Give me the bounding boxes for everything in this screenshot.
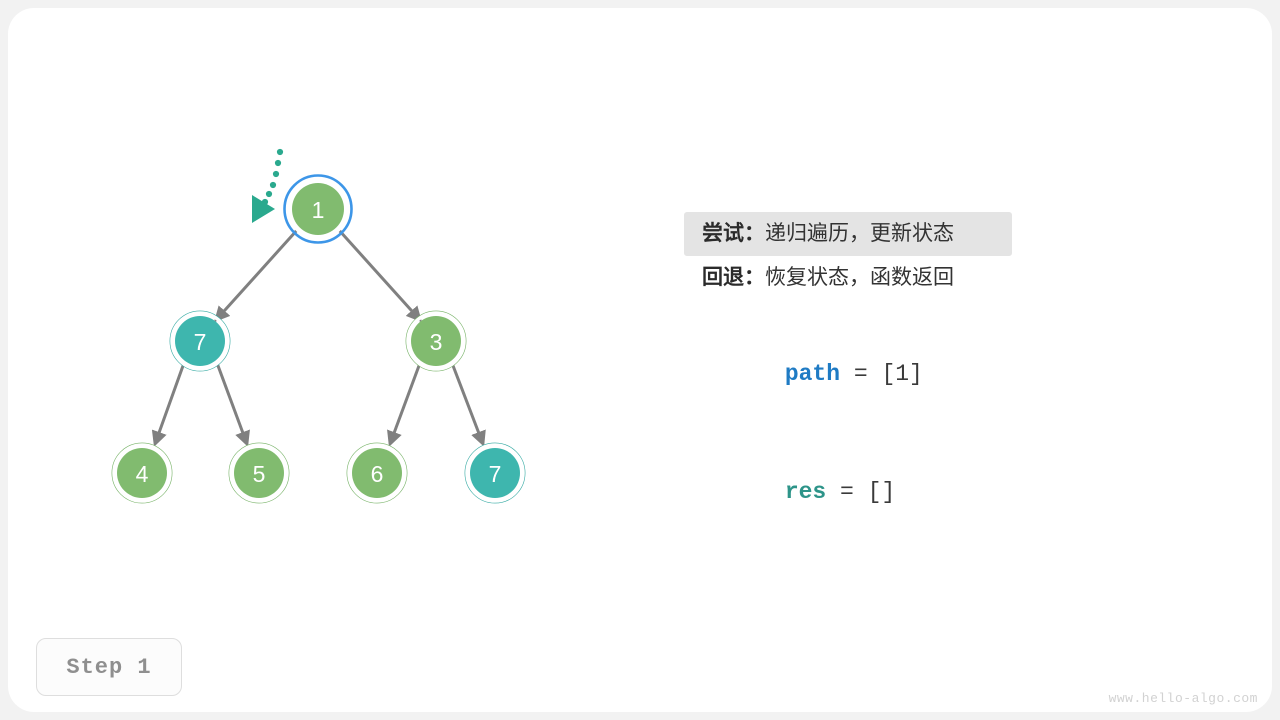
state-panel: 尝试：递归遍历，更新状态 回退：恢复状态，函数返回 path = [1] res… — [684, 212, 1204, 505]
try-text: 递归遍历，更新状态 — [765, 222, 954, 245]
node-fill — [411, 316, 461, 366]
res-variable-row: res = [] — [684, 432, 1204, 505]
edge-7a-to-5 — [215, 362, 250, 447]
backtrack-line: 回退：恢复状态，函数返回 — [684, 256, 1012, 300]
node-fill — [234, 448, 284, 498]
node-label: 5 — [253, 461, 266, 487]
tree-node-6[interactable]: 6 — [346, 442, 408, 504]
try-label: 尝试： — [702, 222, 765, 245]
tree-node-7-right[interactable]: 7 — [464, 442, 526, 504]
res-variable-value: = [] — [826, 479, 896, 505]
tree-nodes: 1 7 3 4 — [111, 174, 526, 504]
site-watermark: www.hello-algo.com — [1108, 691, 1258, 706]
edge-3-to-7b — [450, 362, 486, 447]
tree-edges — [151, 227, 486, 447]
pointer-dot — [274, 159, 282, 167]
node-outer-white — [229, 443, 289, 503]
node-outer-white — [347, 443, 407, 503]
traversal-pointer — [252, 148, 284, 223]
node-outer-white — [170, 311, 230, 371]
pointer-dot — [269, 181, 277, 189]
node-outer-white — [112, 443, 172, 503]
edge-1-to-3 — [336, 227, 423, 323]
node-label: 3 — [430, 329, 443, 355]
step-badge-label: Step 1 — [66, 654, 152, 680]
backtrack-label: 回退： — [702, 266, 765, 289]
node-outer-white — [406, 311, 466, 371]
node-label: 4 — [136, 461, 149, 487]
node-fill — [470, 448, 520, 498]
tree-node-7-left[interactable]: 7 — [169, 310, 231, 372]
edge-7a-to-4 — [151, 362, 186, 447]
node-highlight-ring — [283, 174, 353, 244]
edge-3-to-6 — [387, 362, 422, 447]
try-line: 尝试：递归遍历，更新状态 — [684, 212, 1012, 256]
edge-1-to-7a — [213, 227, 300, 323]
tree-node-1[interactable]: 1 — [283, 174, 353, 244]
path-variable-row: path = [1] — [684, 314, 1204, 387]
node-label: 6 — [371, 461, 384, 487]
node-label: 1 — [312, 197, 325, 223]
res-variable-name: res — [784, 479, 827, 505]
node-outer-white — [465, 443, 525, 503]
pointer-dot — [276, 148, 284, 156]
node-outer-white — [287, 178, 349, 240]
tree-node-3[interactable]: 3 — [405, 310, 467, 372]
path-variable-name: path — [784, 361, 841, 387]
node-label: 7 — [194, 329, 207, 355]
node-fill — [352, 448, 402, 498]
tree-node-5[interactable]: 5 — [228, 442, 290, 504]
pointer-arrowhead — [252, 195, 275, 223]
node-fill — [292, 183, 344, 235]
pointer-dot — [272, 170, 280, 178]
node-fill — [175, 316, 225, 366]
node-fill — [117, 448, 167, 498]
step-badge: Step 1 — [36, 638, 182, 696]
backtrack-text: 恢复状态，函数返回 — [765, 266, 954, 289]
path-variable-value: = [1] — [840, 361, 923, 387]
tree-node-4[interactable]: 4 — [111, 442, 173, 504]
node-label: 7 — [489, 461, 502, 487]
pointer-dot — [265, 190, 273, 198]
